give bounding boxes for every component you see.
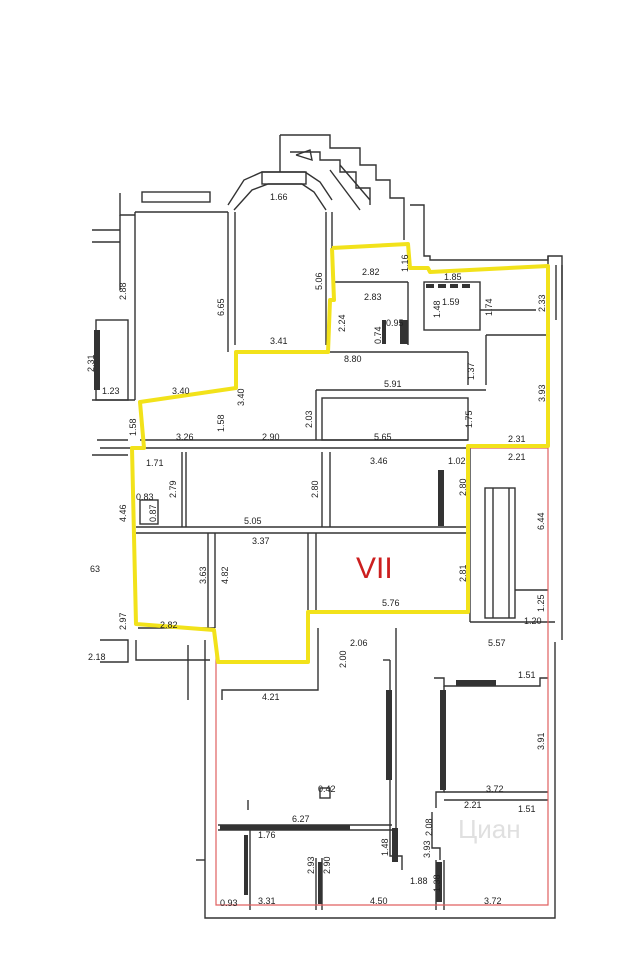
dim-label: 2.82	[362, 267, 380, 277]
dim-label: 2.97	[118, 612, 128, 630]
dim-label: 5.06	[314, 272, 324, 290]
dim-label: 3.46	[370, 456, 388, 466]
dim-label: 1.37	[466, 362, 476, 380]
dim-label: 2.21	[464, 800, 482, 810]
dim-label: 6.27	[292, 814, 310, 824]
dim-label: 1.48	[380, 838, 390, 856]
dim-label: 2.08	[424, 818, 434, 836]
dim-label: 63	[90, 564, 100, 574]
dim-label: 6.65	[216, 298, 226, 316]
dim-label: 4.21	[262, 692, 280, 702]
dim-label: 3.93	[422, 840, 432, 858]
dim-label: 2.79	[168, 480, 178, 498]
dim-label: 6.44	[536, 512, 546, 530]
dim-label: 2.88	[118, 282, 128, 300]
dim-label: 2.90	[322, 856, 332, 874]
dim-label: 3.72	[484, 896, 502, 906]
dim-label: 2.81	[458, 564, 468, 582]
dim-label: 2.06	[350, 638, 368, 648]
dim-label: 2.24	[337, 314, 347, 332]
dim-label: 2.83	[364, 292, 382, 302]
dim-label: 1.75	[464, 410, 474, 428]
dim-label: 2.18	[88, 652, 106, 662]
dim-label: 5.05	[244, 516, 262, 526]
dim-label: 1.74	[484, 298, 494, 316]
dim-label: 3.37	[252, 536, 270, 546]
dim-label: 2.90	[262, 432, 280, 442]
dim-label: 1.88	[410, 876, 428, 886]
dim-label: 5.76	[382, 598, 400, 608]
dim-label: 3.91	[536, 732, 546, 750]
dim-label: 3.63	[198, 566, 208, 584]
dim-label: 1.51	[518, 804, 536, 814]
dim-label: 3.31	[258, 896, 276, 906]
dim-label: 1.38	[432, 874, 442, 892]
dim-label: 3.72	[486, 784, 504, 794]
dim-label: 0.83	[136, 492, 154, 502]
dim-label: 4.50	[370, 896, 388, 906]
walls	[92, 134, 563, 919]
dim-label: 4.46	[118, 504, 128, 522]
dim-label: 2.82	[160, 620, 178, 630]
dim-label: 0.42	[318, 784, 336, 794]
wall-hatching	[94, 284, 496, 904]
dim-label: 5.57	[488, 638, 506, 648]
dim-label: 1.85	[444, 272, 462, 282]
dim-label: 0.87	[148, 504, 158, 522]
section-outline	[130, 242, 550, 664]
dim-label: 2.80	[310, 480, 320, 498]
dim-label: 3.26	[176, 432, 194, 442]
dim-label: 2.21	[508, 452, 526, 462]
dim-label: 3.40	[172, 386, 190, 396]
dim-label: 4.82	[220, 566, 230, 584]
dim-label: 2.33	[537, 294, 547, 312]
dim-label: 1.76	[258, 830, 276, 840]
dimension-labels: 1.66 2.88 6.65 5.06 2.82 1.16 1.85 2.83 …	[86, 192, 547, 908]
dim-label: 2.00	[338, 650, 348, 668]
dim-label: 1.02	[448, 456, 466, 466]
dim-label: 0.74	[373, 326, 383, 344]
dim-label: 1.71	[146, 458, 164, 468]
dim-label: 1.66	[270, 192, 288, 202]
dim-label: 1.58	[128, 418, 138, 436]
dim-label: 5.65	[374, 432, 392, 442]
dim-label: 8.80	[344, 354, 362, 364]
dim-label: 1.23	[102, 386, 120, 396]
dim-label: 2.03	[304, 410, 314, 428]
dim-label: 1.51	[518, 670, 536, 680]
dim-label: 1.59	[442, 297, 460, 307]
dim-label: 3.41	[270, 336, 288, 346]
dim-label: 2.31	[86, 354, 96, 372]
dim-label: 5.91	[384, 379, 402, 389]
dim-label: 1.48	[432, 300, 442, 318]
dim-label: 2.80	[458, 478, 468, 496]
dim-label: 3.40	[236, 388, 246, 406]
dim-label: 1.16	[400, 254, 410, 272]
dim-label: 1.25	[536, 594, 546, 612]
dim-label: 0.95	[386, 318, 404, 328]
dim-label: 0.93	[220, 898, 238, 908]
dim-label: 2.31	[508, 434, 526, 444]
section-label: VII	[356, 552, 393, 585]
dim-label: 1.20	[524, 616, 542, 626]
dim-label: 3.93	[537, 384, 547, 402]
dim-label: 1.58	[216, 414, 226, 432]
watermark: Циан	[458, 814, 521, 844]
dim-label: 2.93	[306, 856, 316, 874]
